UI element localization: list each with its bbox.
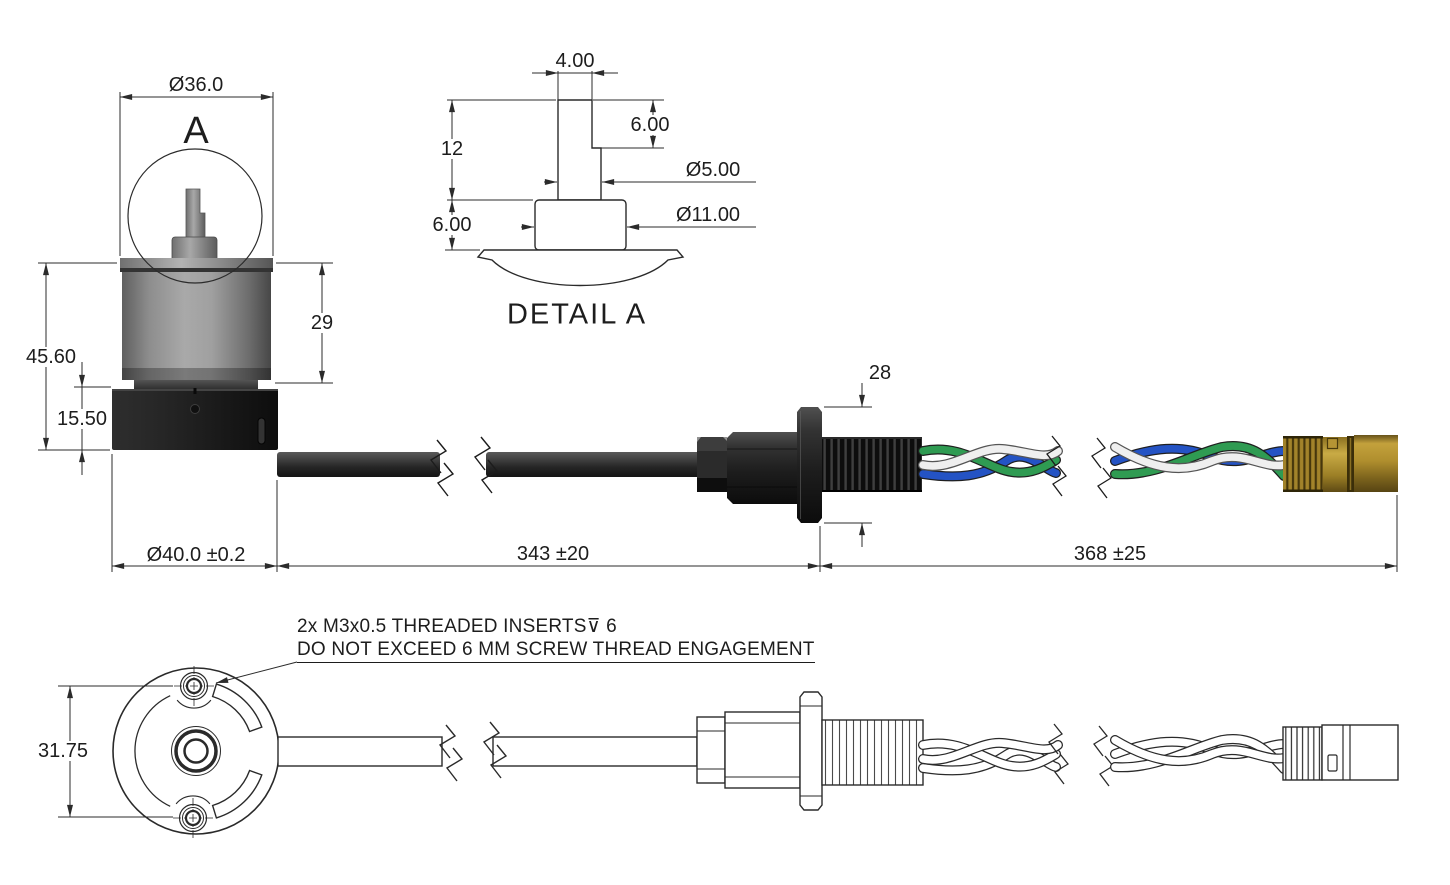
encoder-housing <box>122 272 271 380</box>
detail-callout-circle <box>127 148 263 284</box>
wire-bundle-1 <box>918 443 1063 482</box>
encoder-step-ring <box>134 380 258 389</box>
gland-thread <box>822 437 922 492</box>
wire-break-marks <box>1046 435 1112 499</box>
bottom-gland-body <box>724 711 801 789</box>
bottom-wire-breaks <box>1048 723 1114 787</box>
threaded-insert-top <box>174 666 214 706</box>
bottom-cable-breaks <box>438 721 508 782</box>
detail-a-view <box>476 99 685 287</box>
bottom-center-bore <box>183 738 209 764</box>
dim-shaft-diameter: Ø5.00 <box>685 159 741 181</box>
detail-shaft-outline <box>557 99 602 201</box>
connector-key-square <box>1326 437 1339 450</box>
bottom-slot-upper <box>211 683 263 733</box>
bottom-connector-body <box>1321 724 1399 781</box>
bottom-cable-2 <box>492 736 698 767</box>
bottom-center-ring <box>174 729 218 773</box>
dim-housing-height: 29 <box>307 313 337 333</box>
detail-cap-outline <box>476 249 685 287</box>
dim-boss-diameter: Ø11.00 <box>675 204 741 226</box>
bottom-connector-key <box>1327 754 1338 772</box>
cable-segment-1 <box>277 452 440 477</box>
detail-boss-outline <box>534 199 627 251</box>
bottom-cable-1 <box>277 736 443 767</box>
side-view-encoder <box>112 188 1398 523</box>
bottom-gland-flange <box>799 691 823 811</box>
gland-body <box>727 432 797 504</box>
dim-cable-length: 343 ±20 <box>516 543 590 565</box>
detail-callout-label: A <box>183 110 209 152</box>
dim-housing-diameter: Ø36.0 <box>168 74 224 96</box>
bottom-view <box>112 666 1399 838</box>
dim-base-diameter: Ø40.0 ±0.2 <box>143 545 249 565</box>
dim-mounting-hole-spacing: 31.75 <box>34 741 92 761</box>
note-threaded-inserts: 2x M3x0.5 THREADED INSERTS⊽ 6 <box>297 616 617 637</box>
detail-view-title: DETAIL A <box>506 298 648 331</box>
wire-bundle-2 <box>1110 441 1289 481</box>
dim-base-height: 15.50 <box>53 409 111 429</box>
bottom-center-recess <box>171 726 221 776</box>
base-dot-detail <box>190 404 200 414</box>
encoder-shaft <box>185 188 206 239</box>
dim-boss-height: 6.00 <box>429 215 475 235</box>
cable-break-marks <box>429 436 499 497</box>
bottom-wire-bundle-2 <box>1110 734 1289 774</box>
cable-segment-2 <box>486 452 700 477</box>
connector-body <box>1354 435 1398 492</box>
note-leader-line <box>215 661 298 684</box>
threaded-insert-bottom <box>173 798 213 838</box>
dim-lead-length: 368 ±25 <box>1073 543 1147 565</box>
bottom-thread <box>821 719 924 786</box>
bottom-slot-lower <box>211 769 263 819</box>
bottom-wire-bundle-1 <box>918 737 1063 776</box>
encoder-base <box>112 389 278 450</box>
dim-overall-height: 45.60 <box>22 347 80 367</box>
bottom-web-arc <box>134 695 171 807</box>
bottom-connector-ribs <box>1282 726 1323 781</box>
connector-gold <box>1283 435 1398 492</box>
gland-flange <box>797 407 822 523</box>
dim-shaft-length: 12 <box>437 139 467 159</box>
bottom-hex-nut <box>696 716 726 784</box>
base-slot-detail <box>257 417 266 445</box>
dim-gland-flange: 28 <box>868 362 892 384</box>
dim-shaft-flat-length: 6.00 <box>627 115 673 135</box>
note-thread-engagement: DO NOT EXCEED 6 MM SCREW THREAD ENGAGEME… <box>297 639 815 663</box>
encoder-top-flange <box>120 258 273 270</box>
dim-shaft-flat-width: 4.00 <box>552 51 598 71</box>
connector-ribs <box>1283 436 1323 492</box>
